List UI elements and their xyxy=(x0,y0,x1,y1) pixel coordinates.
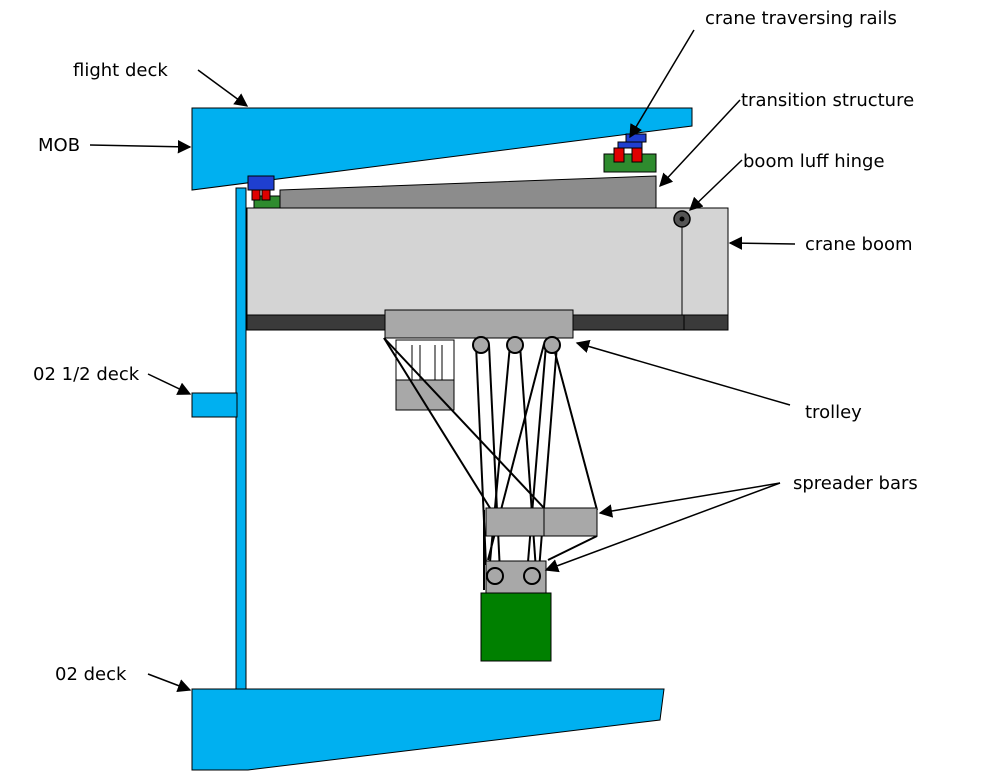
label-flight-deck: flight deck xyxy=(73,60,168,81)
label-trolley: trolley xyxy=(805,402,862,423)
crane-rail-right xyxy=(603,133,657,173)
label-crane-traversing-rails: crane traversing rails xyxy=(705,8,897,29)
vertical-bulkhead xyxy=(235,187,247,691)
spreader-bar-upper xyxy=(485,507,598,537)
o2-deck-structure xyxy=(191,688,665,771)
flight-deck-structure xyxy=(191,107,693,191)
lower-sheaves xyxy=(486,567,541,585)
o2-half-deck-structure xyxy=(191,392,238,418)
trolley-counterweight xyxy=(395,339,455,411)
load-block xyxy=(480,592,552,662)
label-boom-luff-hinge: boom luff hinge xyxy=(743,151,885,172)
leader-arrows xyxy=(89,29,796,692)
label-transition-structure: transition structure xyxy=(741,90,914,111)
label-o2-half-deck: 02 1/2 deck xyxy=(33,364,140,385)
label-spreader-bars: spreader bars xyxy=(793,473,918,494)
label-crane-boom: crane boom xyxy=(805,234,913,255)
label-mob: MOB xyxy=(38,135,80,156)
crane-rail-left xyxy=(247,175,281,211)
transition-structure xyxy=(279,175,657,209)
boom-luff-hinge xyxy=(673,210,691,228)
crane-boom xyxy=(246,207,729,316)
upper-sheaves xyxy=(472,336,561,354)
label-o2-deck: 02 deck xyxy=(55,664,127,685)
trolley xyxy=(384,309,574,339)
